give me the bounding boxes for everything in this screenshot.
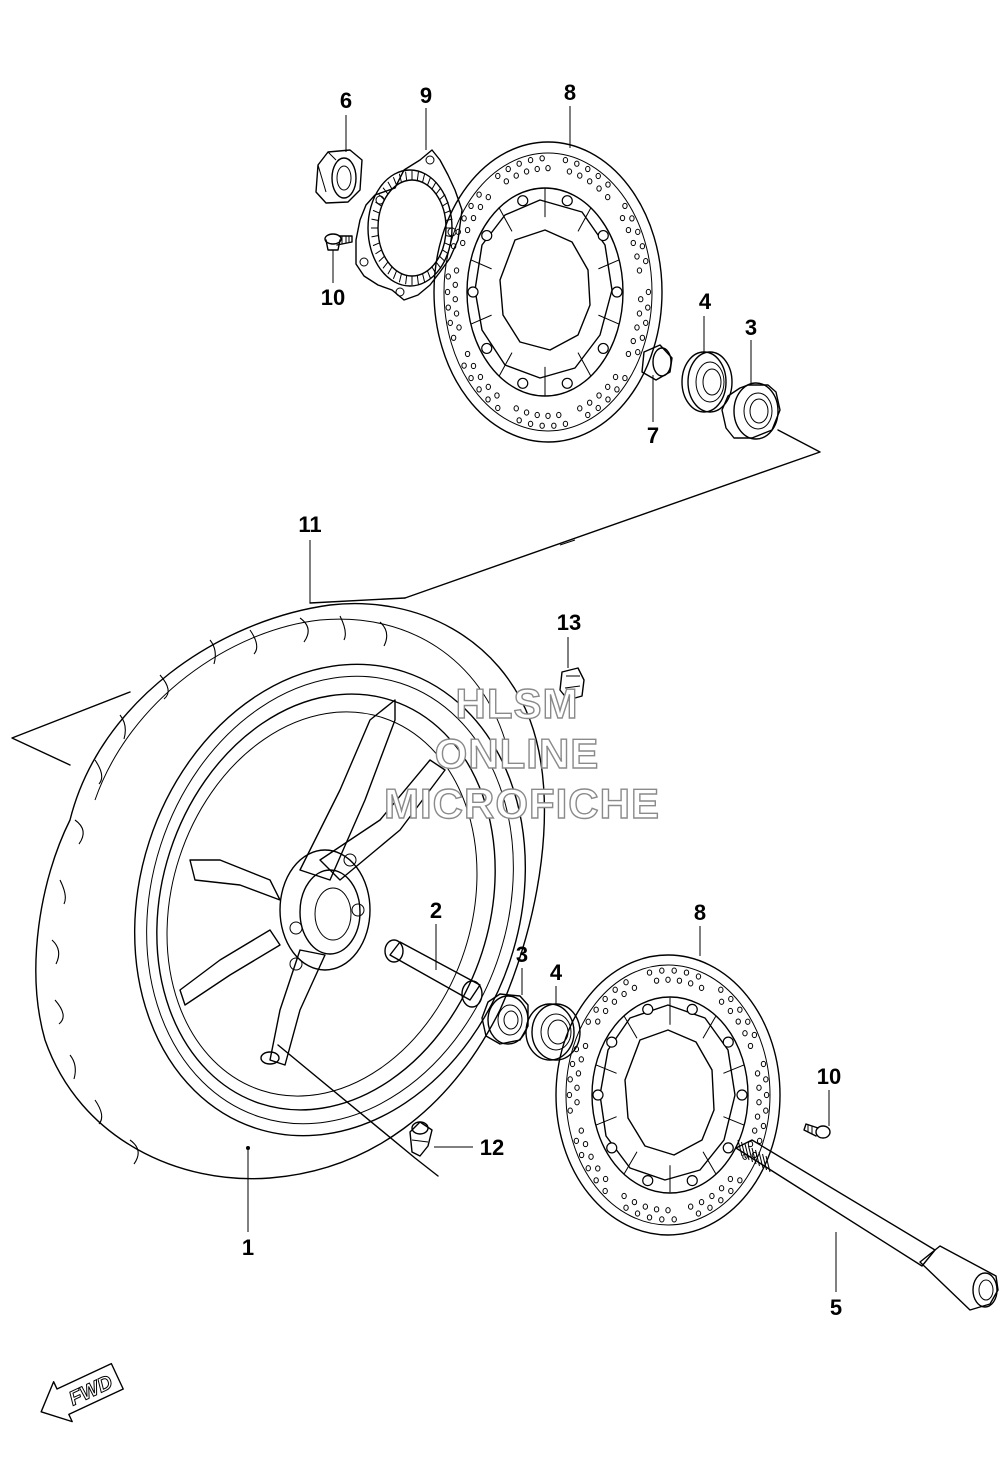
watermark-line1: HLSM [456,680,579,727]
callout-12: 12 [480,1135,504,1160]
part-1-wheel-tire [35,603,546,1180]
callout-9: 9 [420,83,432,108]
bracket-line-wheel [11,691,131,766]
part-8-brake-disc-lower [555,954,781,1236]
leader-lines [247,106,837,1292]
fwd-arrow: FWD [40,1362,124,1423]
part-9-sensor-ring [355,149,463,301]
callout-1: 1 [242,1235,254,1260]
callout-7: 7 [647,423,659,448]
watermark: HLSM ONLINE MICROFICHE [383,679,660,827]
callouts: 6 9 8 10 4 3 7 11 13 2 8 3 4 10 12 1 5 [242,80,842,1320]
part-8-brake-disc-upper [433,141,663,443]
callout-4-lower: 4 [550,960,563,985]
callout-8-upper: 8 [564,80,576,105]
callout-2: 2 [430,898,442,923]
callout-3-lower: 3 [516,942,528,967]
callout-10-lower: 10 [817,1064,841,1089]
watermark-line3: MICROFICHE [384,780,660,827]
part-3-bearing-upper [721,382,781,440]
part-7-collar [641,344,673,381]
callout-8-lower: 8 [694,900,706,925]
bracket-line-tire [309,597,406,604]
callout-13: 13 [557,610,581,635]
part-3-bearing-lower [481,993,529,1045]
part-5-axle [735,1139,999,1311]
fwd-arrow-icon [40,1362,124,1423]
part-2-spacer [384,939,483,1008]
bracket-line-upper [404,429,821,599]
part-12-valve [409,1121,433,1157]
bracket-line-valve [277,1044,439,1177]
callout-4-upper: 4 [699,289,712,314]
part-6-nut [315,149,363,204]
part-13-balance-weight [559,667,585,701]
part-10-bolt-lower [803,1123,831,1139]
callout-6: 6 [340,88,352,113]
part-10-bolt-upper [324,233,353,251]
callout-3-upper: 3 [745,315,757,340]
watermark-line2: ONLINE [435,730,600,777]
callout-5: 5 [830,1295,842,1320]
axis-dash [559,539,576,546]
callout-11: 11 [298,512,321,537]
callout-10-upper: 10 [321,285,345,310]
